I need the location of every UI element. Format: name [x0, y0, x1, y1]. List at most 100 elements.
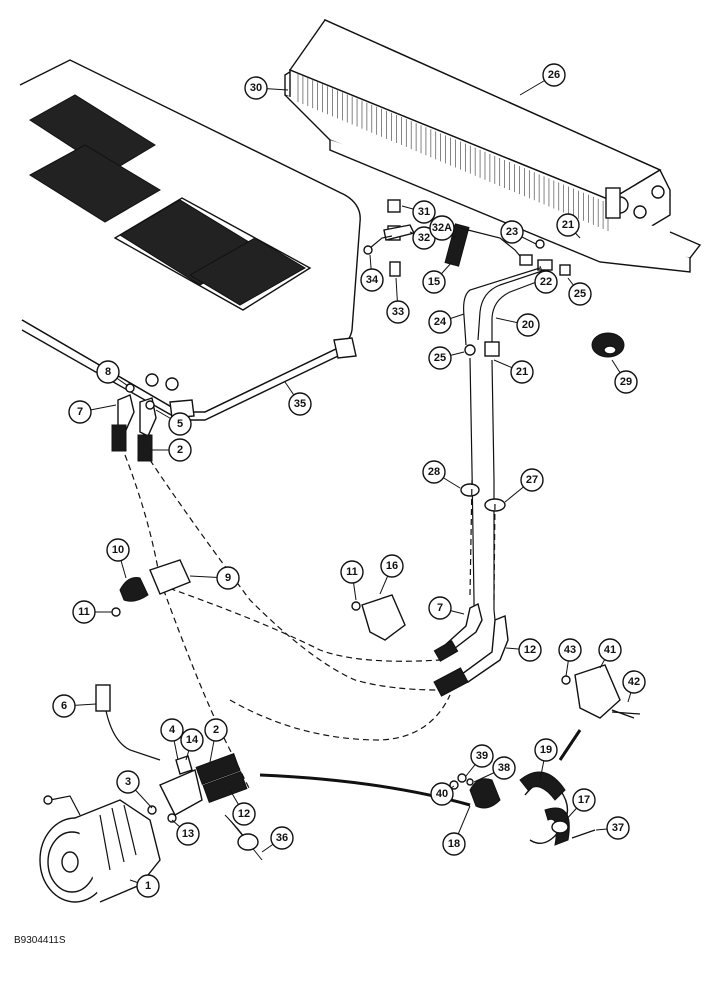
grommet-28: [460, 483, 480, 497]
callout-circle-42: [622, 670, 646, 694]
callout-label-39: 39: [476, 750, 488, 762]
callout-circle-14: [180, 728, 204, 752]
callout-label-32: 32: [418, 232, 430, 244]
callout-circle-11: [340, 560, 364, 584]
clamp-29: [591, 332, 625, 358]
callout-label-19: 19: [540, 744, 552, 756]
callout-label-5: 5: [177, 418, 183, 430]
callout-label-2: 2: [213, 724, 219, 736]
callout-circle-21: [510, 360, 534, 384]
lower-fittings: [433, 602, 509, 697]
callout-circle-27: [520, 468, 544, 492]
callout-circle-11: [72, 600, 96, 624]
callout-label-32A: 32A: [432, 222, 452, 234]
roof-housing: [19, 59, 361, 422]
callout-label-25: 25: [574, 288, 586, 300]
callout-bubbles: 1345689101314151617181920222324262728293…: [52, 63, 646, 898]
callout-circle-7: [428, 596, 452, 620]
callout-circle-25: [428, 346, 452, 370]
bolt-37: [571, 829, 596, 839]
callout-label-8: 8: [105, 366, 111, 378]
callout-label-3: 3: [125, 776, 131, 788]
callout-circle-35: [288, 392, 312, 416]
rigid-tubes: [463, 267, 556, 621]
callout-label-35: 35: [294, 398, 306, 410]
evaporator-coil: [284, 18, 702, 273]
callout-label-42: 42: [628, 676, 640, 688]
callout-circle-10: [106, 538, 130, 562]
callout-circle-7: [68, 400, 92, 424]
washer-38: [466, 778, 474, 786]
compressor: [39, 795, 177, 903]
callout-circle-18: [442, 832, 466, 856]
callout-label-23: 23: [506, 226, 518, 238]
compressor-hoses: [95, 684, 248, 816]
callout-label-16: 16: [386, 560, 398, 572]
callout-circle-12: [518, 638, 542, 662]
clip-41: [561, 664, 635, 719]
callout-circle-37: [606, 816, 630, 840]
callout-circle-30: [244, 76, 268, 100]
callout-label-7: 7: [77, 406, 83, 418]
callout-circle-33: [386, 300, 410, 324]
callout-label-24: 24: [434, 316, 447, 328]
callout-circle-1: [136, 874, 160, 898]
callout-circle-24: [428, 310, 452, 334]
callout-label-21: 21: [562, 219, 574, 231]
callout-label-40: 40: [436, 788, 448, 800]
callout-circle-20: [516, 313, 540, 337]
callout-circle-34: [360, 268, 384, 292]
nut-39: [457, 773, 467, 783]
callout-circle-6: [52, 694, 76, 718]
callout-circle-38: [492, 756, 516, 780]
callout-circle-5: [168, 412, 192, 436]
callout-label-17: 17: [578, 794, 590, 806]
callout-circle-25: [568, 282, 592, 306]
callout-circle-32A: [429, 215, 455, 241]
callout-circle-17: [572, 788, 596, 812]
callout-label-13: 13: [182, 828, 194, 840]
callout-label-28: 28: [428, 466, 440, 478]
callout-label-37: 37: [612, 822, 624, 834]
callout-label-34: 34: [366, 274, 379, 286]
callout-circle-22: [534, 270, 558, 294]
callout-label-26: 26: [548, 69, 560, 81]
bracket-19: [469, 771, 570, 846]
upper-hose-fittings: [111, 383, 157, 462]
callout-circle-16: [380, 554, 404, 578]
callout-circle-28: [422, 460, 446, 484]
callout-label-12: 12: [524, 644, 536, 656]
callout-label-7: 7: [437, 602, 443, 614]
callout-label-29: 29: [620, 376, 632, 388]
callout-circle-9: [216, 566, 240, 590]
bolt-42: [611, 711, 641, 715]
callout-label-4: 4: [169, 724, 176, 736]
callout-circle-23: [500, 220, 524, 244]
callout-circle-21: [556, 213, 580, 237]
callout-circle-36: [270, 826, 294, 850]
callout-label-38: 38: [498, 762, 510, 774]
callout-circle-39: [470, 744, 494, 768]
callout-label-15: 15: [428, 276, 440, 288]
callout-circle-26: [542, 63, 566, 87]
callout-label-10: 10: [112, 544, 124, 556]
callout-label-30: 30: [250, 82, 262, 94]
callout-circle-15: [422, 270, 446, 294]
callout-label-11: 11: [346, 566, 358, 578]
clip-16: [351, 594, 406, 641]
callout-label-9: 9: [225, 572, 231, 584]
figure-code: B9304411S: [14, 935, 66, 946]
callout-circle-4: [160, 718, 184, 742]
strap-36: [224, 814, 263, 861]
coil-fittings: [605, 185, 665, 219]
callout-label-41: 41: [604, 644, 616, 656]
callout-circle-13: [176, 822, 200, 846]
callout-label-22: 22: [540, 276, 552, 288]
callout-circle-31: [412, 200, 436, 224]
callout-label-21: 21: [516, 366, 528, 378]
callout-label-11: 11: [78, 606, 90, 618]
callout-label-20: 20: [522, 319, 534, 331]
callout-circle-2: [168, 438, 192, 462]
callout-label-31: 31: [418, 206, 430, 218]
